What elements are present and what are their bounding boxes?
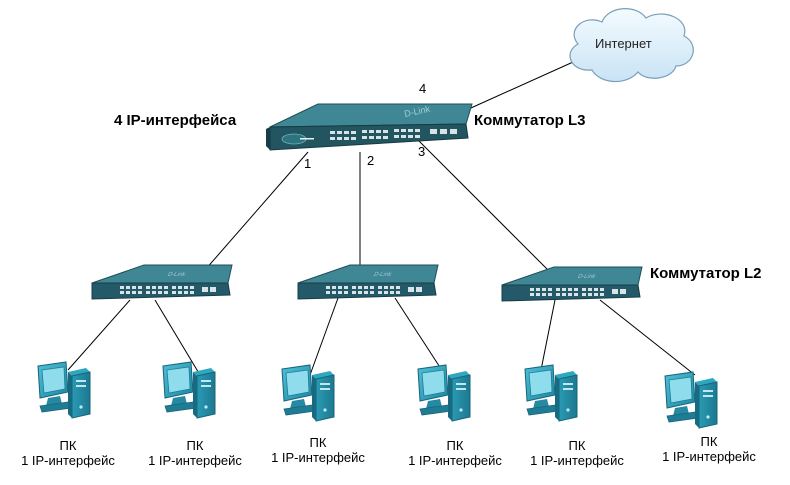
pc-type: ПК	[309, 435, 327, 450]
l2-switch-label: Коммутатор L2	[650, 265, 762, 282]
pc-interfaces: 1 IP-интерфейс	[271, 450, 365, 465]
port-3-label: 3	[418, 144, 426, 159]
pc-label-3: ПК 1 IP-интерфейс	[253, 435, 383, 465]
pc-icon-5	[524, 364, 578, 422]
l2-switch-icon-1	[91, 264, 233, 300]
port-2-label: 2	[367, 153, 375, 168]
l3-interfaces-label: 4 IP-интерфейса	[114, 112, 237, 129]
pc-type: ПК	[568, 438, 586, 453]
l3-switch-icon: D-Link	[266, 103, 473, 151]
link-sw2-pc3	[309, 297, 339, 376]
pc-icon-3	[281, 364, 335, 422]
pc-label-1: ПК 1 IP-интерфейс	[3, 438, 133, 468]
internet-cloud-icon	[569, 8, 694, 83]
l2-switch-icon-2	[297, 264, 439, 300]
pc-interfaces: 1 IP-интерфейс	[21, 453, 115, 468]
pc-label-4: ПК 1 IP-интерфейс	[390, 438, 520, 468]
internet-label: Интернет	[595, 36, 652, 51]
link-sw1-pc1	[67, 299, 131, 371]
pc-interfaces: 1 IP-интерфейс	[662, 449, 756, 464]
link-sw3-pc5	[539, 299, 556, 376]
pc-type: ПК	[59, 438, 77, 453]
link-sw3-pc6	[599, 299, 696, 376]
link-port3	[417, 139, 551, 273]
pc-icon-6	[664, 371, 718, 429]
pc-interfaces: 1 IP-интерфейс	[408, 453, 502, 468]
link-sw2-pc4	[394, 297, 446, 376]
pc-label-2: ПК 1 IP-интерфейс	[130, 438, 260, 468]
pc-icon-4	[417, 364, 471, 422]
link-port1	[204, 151, 309, 271]
pc-icon-1	[37, 361, 91, 419]
pc-type: ПК	[186, 438, 204, 453]
pc-type: ПК	[446, 438, 464, 453]
l3-switch-label: Коммутатор L3	[474, 112, 586, 129]
pc-icon-2	[162, 361, 216, 419]
pc-label-5: ПК 1 IP-интерфейс	[512, 438, 642, 468]
port-4-label: 4	[419, 81, 427, 96]
links	[67, 57, 696, 376]
link-sw1-pc2	[154, 299, 201, 376]
pc-interfaces: 1 IP-интерфейс	[148, 453, 242, 468]
link-l3-internet	[461, 57, 583, 113]
port-1-label: 1	[304, 156, 312, 171]
pc-type: ПК	[700, 434, 718, 449]
l2-switch-icon-3	[501, 266, 643, 302]
pc-label-6: ПК 1 IP-интерфейс	[644, 434, 774, 464]
pc-interfaces: 1 IP-интерфейс	[530, 453, 624, 468]
